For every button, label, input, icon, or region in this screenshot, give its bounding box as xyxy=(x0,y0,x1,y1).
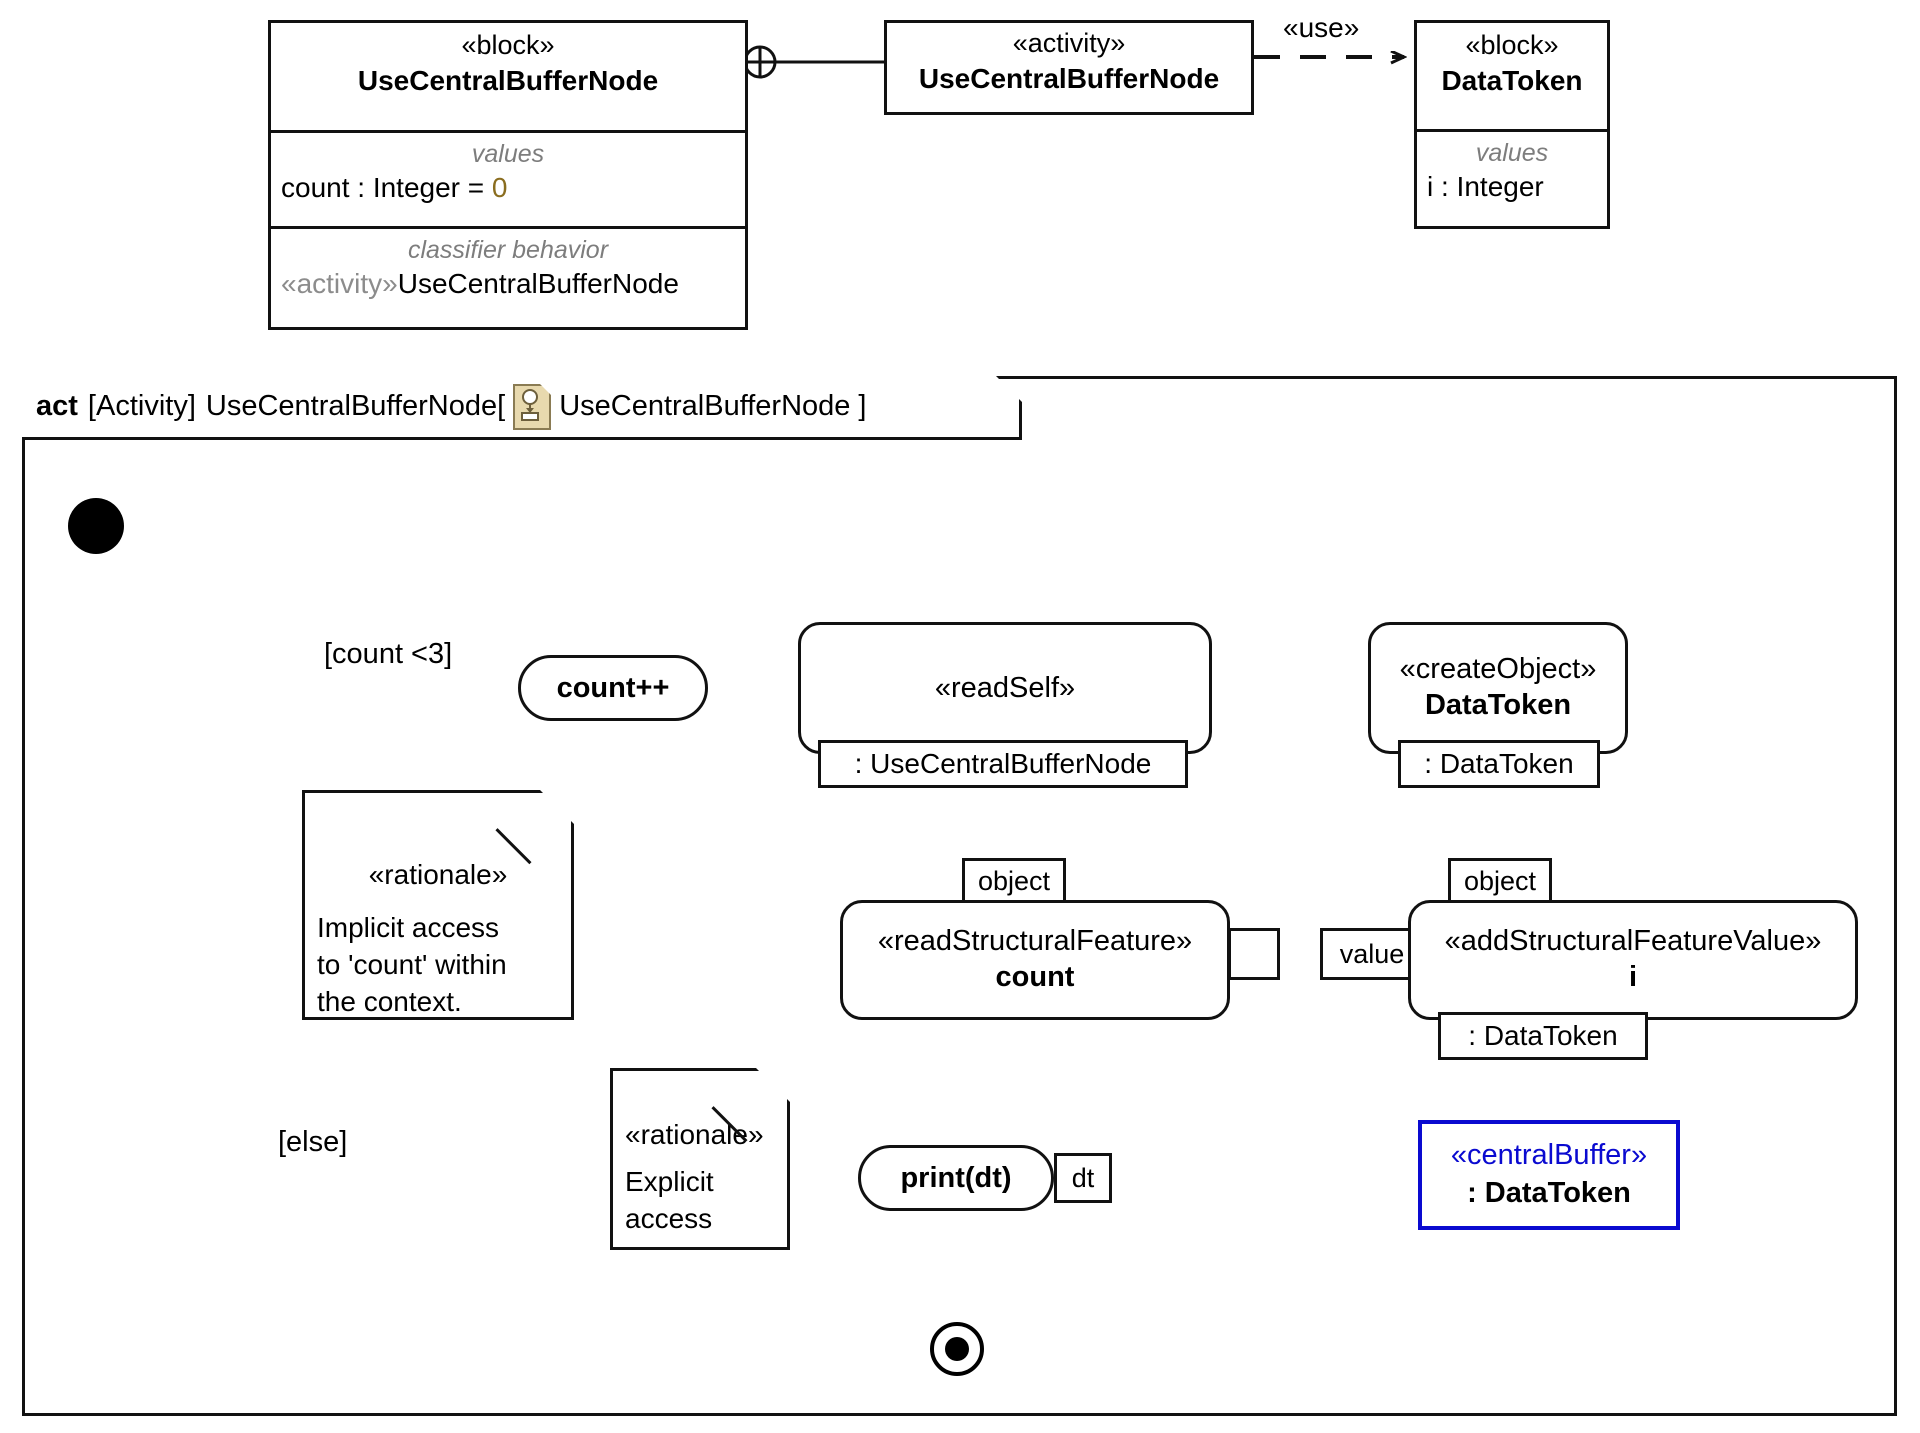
action-add-structural-feature-value-stereotype: «addStructuralFeatureValue» xyxy=(1444,925,1822,958)
action-count-increment[interactable]: count++ xyxy=(518,655,708,721)
pin-object-read[interactable]: object xyxy=(962,858,1066,904)
datatoken-header: «block» DataToken xyxy=(1417,23,1607,132)
action-read-structural-feature-name: count xyxy=(995,961,1075,994)
action-count-increment-label: count++ xyxy=(556,671,670,704)
frame-bracket-open: [ xyxy=(497,390,506,422)
block-stereotype: «block» xyxy=(461,30,555,60)
datatoken-value-i: i : Integer xyxy=(1427,171,1544,203)
note-fold-corner xyxy=(540,790,574,824)
frame-type-label: [Activity] xyxy=(87,390,196,422)
pin-dt[interactable]: dt xyxy=(1054,1153,1112,1203)
note-rationale-explicit-body: Explicit access xyxy=(625,1165,714,1234)
datatoken-values-title: values xyxy=(1475,138,1549,167)
values-compartment: values count : Integer = 0 xyxy=(271,133,745,229)
note-rationale-implicit-stereotype: «rationale» xyxy=(368,859,508,890)
guard-count-lt-3: [count <3] xyxy=(324,638,453,670)
classifier-behavior-compartment: classifier behavior «activity»UseCentral… xyxy=(271,229,745,327)
block-name: UseCentralBufferNode xyxy=(357,64,659,96)
central-buffer-node[interactable]: «centralBuffer» : DataToken xyxy=(1418,1120,1680,1230)
activity-final-inner xyxy=(945,1337,969,1361)
central-buffer-name: : DataToken xyxy=(1467,1177,1631,1210)
note-rationale-implicit[interactable]: «rationale» Implicit access to 'count' w… xyxy=(302,790,574,1020)
activity-name: UseCentralBufferNode xyxy=(918,62,1220,94)
action-create-object-name: DataToken xyxy=(1424,689,1572,722)
classifier-behavior-stereotype: «activity» xyxy=(281,268,398,300)
action-read-self[interactable]: «readSelf» xyxy=(798,622,1212,754)
frame-name: UseCentralBufferNode xyxy=(205,390,498,422)
block-header: «block» UseCentralBufferNode xyxy=(271,23,745,133)
frame-bracket-close: ] xyxy=(858,390,867,422)
use-dependency-label: «use» xyxy=(1283,12,1360,43)
activity-stereotype: «activity» xyxy=(1012,28,1126,58)
read-self-result-type[interactable]: : UseCentralBufferNode xyxy=(818,740,1188,788)
action-create-object[interactable]: «createObject» DataToken xyxy=(1368,622,1628,754)
activity-header: «activity» UseCentralBufferNode xyxy=(887,23,1251,112)
datatoken-values-compartment: values i : Integer xyxy=(1417,132,1607,226)
pin-read-structural-feature-result[interactable] xyxy=(1228,928,1280,980)
classifier-behavior-value: «activity»UseCentralBufferNode xyxy=(281,266,735,302)
value-property-count-default: 0 xyxy=(491,172,508,204)
action-print-dt-label: print(dt) xyxy=(900,1161,1012,1194)
activity-note-icon xyxy=(513,384,551,430)
initial-node[interactable] xyxy=(68,498,124,554)
action-read-structural-feature-stereotype: «readStructuralFeature» xyxy=(877,925,1193,958)
datatoken-name: DataToken xyxy=(1441,64,1583,96)
pin-object-add[interactable]: object xyxy=(1448,858,1552,904)
values-compartment-title: values xyxy=(471,139,545,168)
create-object-result-type[interactable]: : DataToken xyxy=(1398,740,1600,788)
action-add-structural-feature-value[interactable]: «addStructuralFeatureValue» i xyxy=(1408,900,1858,1020)
activity-frame-header: act [Activity] UseCentralBufferNode [ Us… xyxy=(22,376,1022,440)
value-property-count: count : Integer = 0 xyxy=(281,170,735,206)
note-fold-corner-2 xyxy=(756,1068,790,1102)
note-rationale-explicit[interactable]: «rationale» Explicit access xyxy=(610,1068,790,1250)
note-rationale-implicit-body: Implicit access to 'count' within the co… xyxy=(317,911,507,1017)
classifier-behavior-title: classifier behavior xyxy=(407,235,609,264)
action-create-object-stereotype: «createObject» xyxy=(1399,653,1597,686)
block-usecentralbuffernode[interactable]: «block» UseCentralBufferNode values coun… xyxy=(268,20,748,330)
activity-usecentralbuffernode[interactable]: «activity» UseCentralBufferNode xyxy=(884,20,1254,115)
guard-else: [else] xyxy=(278,1126,348,1158)
add-structural-feature-value-result-type[interactable]: : DataToken xyxy=(1438,1012,1648,1060)
value-property-count-text: count : Integer = xyxy=(281,172,492,204)
block-datatoken[interactable]: «block» DataToken values i : Integer xyxy=(1414,20,1610,229)
action-print-dt[interactable]: print(dt) xyxy=(858,1145,1054,1211)
action-read-structural-feature[interactable]: «readStructuralFeature» count xyxy=(840,900,1230,1020)
central-buffer-stereotype: «centralBuffer» xyxy=(1450,1138,1648,1171)
classifier-behavior-name: UseCentralBufferNode xyxy=(397,268,679,300)
frame-context: UseCentralBufferNode xyxy=(559,390,851,422)
activity-final-node[interactable] xyxy=(930,1322,984,1376)
action-read-self-stereotype: «readSelf» xyxy=(934,671,1076,704)
action-add-structural-feature-value-name: i xyxy=(1628,961,1638,994)
datatoken-stereotype: «block» xyxy=(1465,30,1559,60)
frame-kind: act xyxy=(36,390,78,422)
